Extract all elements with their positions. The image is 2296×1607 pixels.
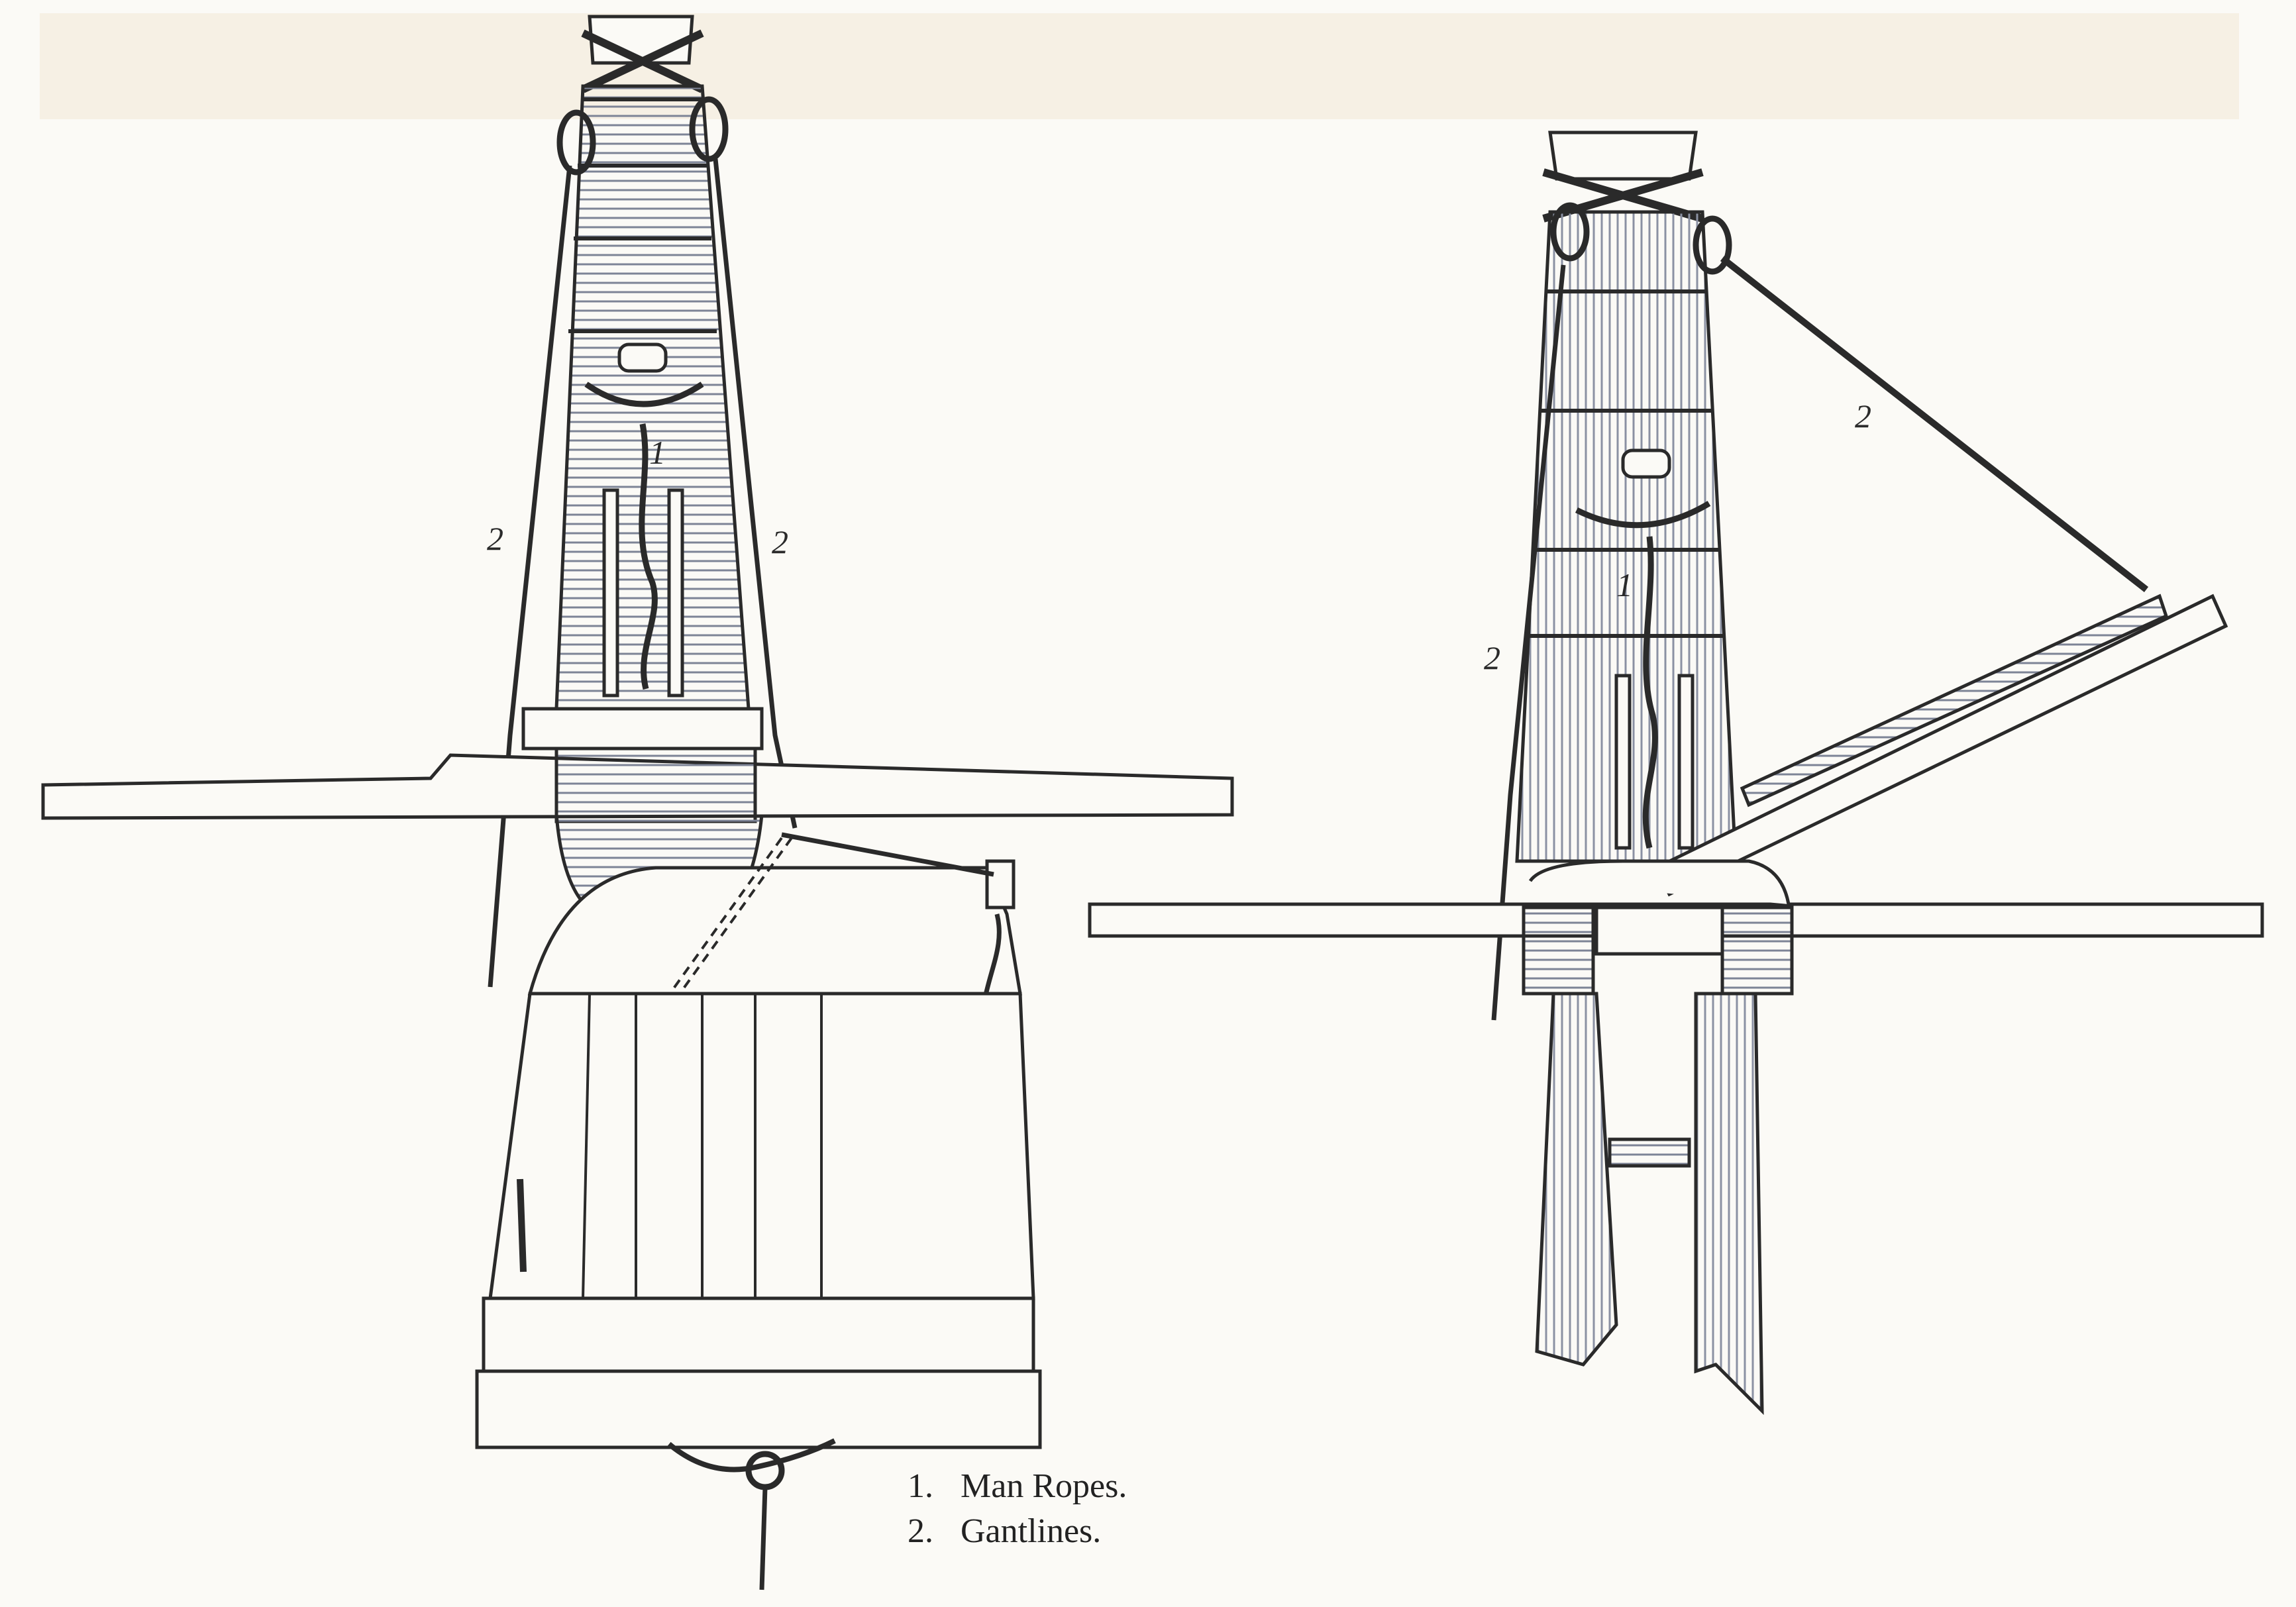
left-lower-mast (488, 992, 1035, 1300)
legend-number: 1. (908, 1467, 933, 1505)
right-leg-right (1694, 992, 1764, 1416)
right-gantline-right (1720, 256, 2149, 592)
right-yard (1653, 594, 2228, 897)
legend-number: 2. (908, 1512, 933, 1550)
left-sheave-plate (617, 342, 668, 373)
right-man-rope (1575, 501, 1711, 849)
legend-text: Gantlines. (961, 1512, 1102, 1550)
left-mast-view (41, 15, 1234, 1590)
paper-stain (40, 13, 2239, 119)
right-mast-cap (1548, 130, 1698, 181)
legend: 1. Man Ropes. 2. Gantlines. (908, 1464, 1127, 1554)
right-gantline-left (1491, 264, 1566, 1021)
right-leg-left (1535, 992, 1618, 1367)
right-mast-view (1088, 130, 2264, 1416)
left-label-man-rope: 1 (649, 434, 666, 471)
legend-text: Man Ropes. (961, 1467, 1127, 1505)
left-lashing-2 (581, 29, 704, 93)
left-thimble-right (689, 96, 729, 162)
left-thimble-left (556, 109, 596, 176)
legend-item-gantlines: 2. Gantlines. (908, 1509, 1127, 1554)
left-label-gantline-right: 2 (772, 523, 788, 560)
left-top (527, 866, 1022, 996)
right-label-gantline-left: 2 (1484, 639, 1500, 676)
left-gantline-left (488, 165, 572, 988)
left-label-gantline-left: 2 (487, 520, 503, 557)
legend-item-man-ropes: 1. Man Ropes. (908, 1464, 1127, 1509)
right-label-man-rope: 1 (1616, 566, 1633, 603)
left-man-rope (584, 382, 704, 690)
right-label-gantline-right: 2 (1855, 397, 1871, 435)
